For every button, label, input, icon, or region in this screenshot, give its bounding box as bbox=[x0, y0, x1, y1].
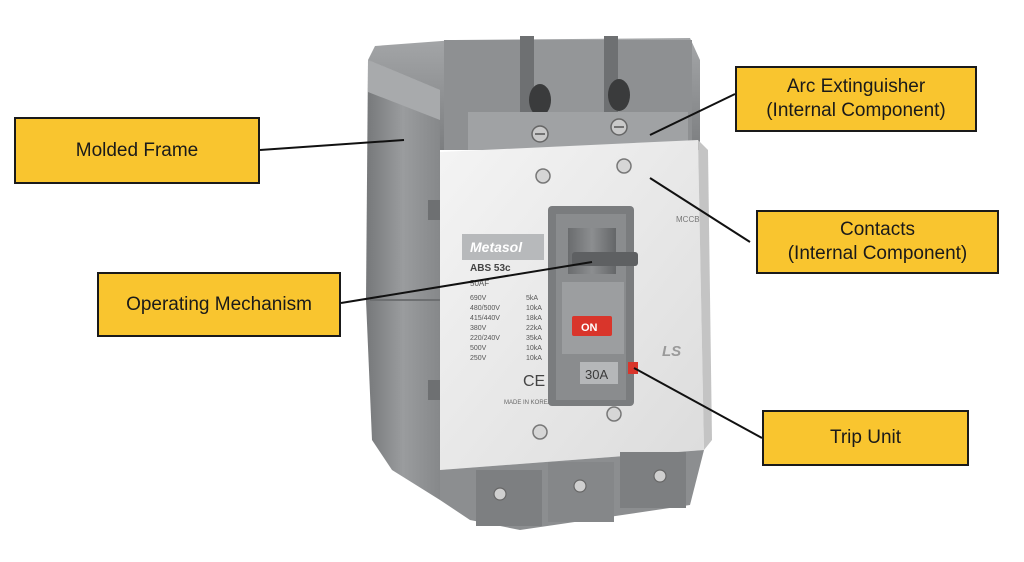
callout-label: Arc Extinguisher bbox=[786, 76, 926, 97]
callout-trip-unit: Trip Unit bbox=[762, 410, 969, 466]
callout-label: Trip Unit bbox=[829, 427, 902, 448]
type-label: MCCB bbox=[676, 215, 700, 224]
rating-voltage: 690V bbox=[470, 295, 487, 302]
on-label: ON bbox=[581, 322, 598, 334]
rating-capacity: 10kA bbox=[526, 305, 542, 312]
model-label: ABS 53c bbox=[470, 263, 511, 274]
callout-contacts: Contacts (Internal Component) bbox=[756, 210, 999, 274]
ls-logo: LS bbox=[662, 343, 681, 360]
rating-capacity: 10kA bbox=[526, 345, 542, 352]
on-indicator bbox=[572, 316, 612, 336]
rating-capacity: 5kA bbox=[526, 295, 538, 302]
bottom-terminal-block bbox=[440, 450, 704, 530]
molded-housing-side bbox=[366, 60, 442, 500]
rating-capacity: 18kA bbox=[526, 315, 542, 322]
leader-molded-frame bbox=[259, 139, 405, 151]
leader-contacts bbox=[649, 177, 751, 243]
rating-capacity: 10kA bbox=[526, 355, 542, 362]
rating-voltage: 380V bbox=[470, 325, 487, 332]
callout-label: Contacts bbox=[840, 219, 915, 240]
rating-voltage: 480/500V bbox=[470, 305, 500, 312]
rating-voltage: 250V bbox=[470, 355, 487, 362]
ce-mark: CE bbox=[523, 373, 545, 390]
callout-sublabel: (Internal Component) bbox=[787, 243, 968, 264]
brand-label: Metasol bbox=[470, 239, 523, 255]
top-terminal-block bbox=[368, 36, 700, 152]
callout-sublabel: (Internal Component) bbox=[766, 100, 946, 121]
callout-operating-mechanism: Operating Mechanism bbox=[97, 272, 341, 337]
operating-handle: ON 30A bbox=[548, 206, 638, 406]
rating-voltage: 415/440V bbox=[470, 315, 500, 322]
frame-label: 50AF bbox=[470, 279, 489, 288]
callout-arc-extinguisher: Arc Extinguisher (Internal Component) bbox=[735, 66, 977, 132]
callout-label: Operating Mechanism bbox=[126, 293, 312, 315]
rating-capacity: 22kA bbox=[526, 325, 542, 332]
origin-label: MADE IN KOREA bbox=[504, 400, 552, 406]
rating-table: 690V 5kA 480/500V 10kA 415/440V 18kA 380… bbox=[470, 295, 542, 362]
rating-voltage: 500V bbox=[470, 345, 487, 352]
leader-arc-extinguisher bbox=[649, 93, 736, 136]
leader-trip-unit bbox=[633, 367, 763, 439]
callout-label: Molded Frame bbox=[75, 139, 199, 161]
current-rating: 30A bbox=[585, 367, 608, 382]
rating-voltage: 220/240V bbox=[470, 335, 500, 342]
trip-button bbox=[628, 362, 638, 374]
rating-capacity: 35kA bbox=[526, 335, 542, 342]
callout-molded-frame: Molded Frame bbox=[14, 117, 260, 184]
leader-lines bbox=[259, 93, 763, 439]
leader-operating-mechanism bbox=[340, 261, 593, 304]
